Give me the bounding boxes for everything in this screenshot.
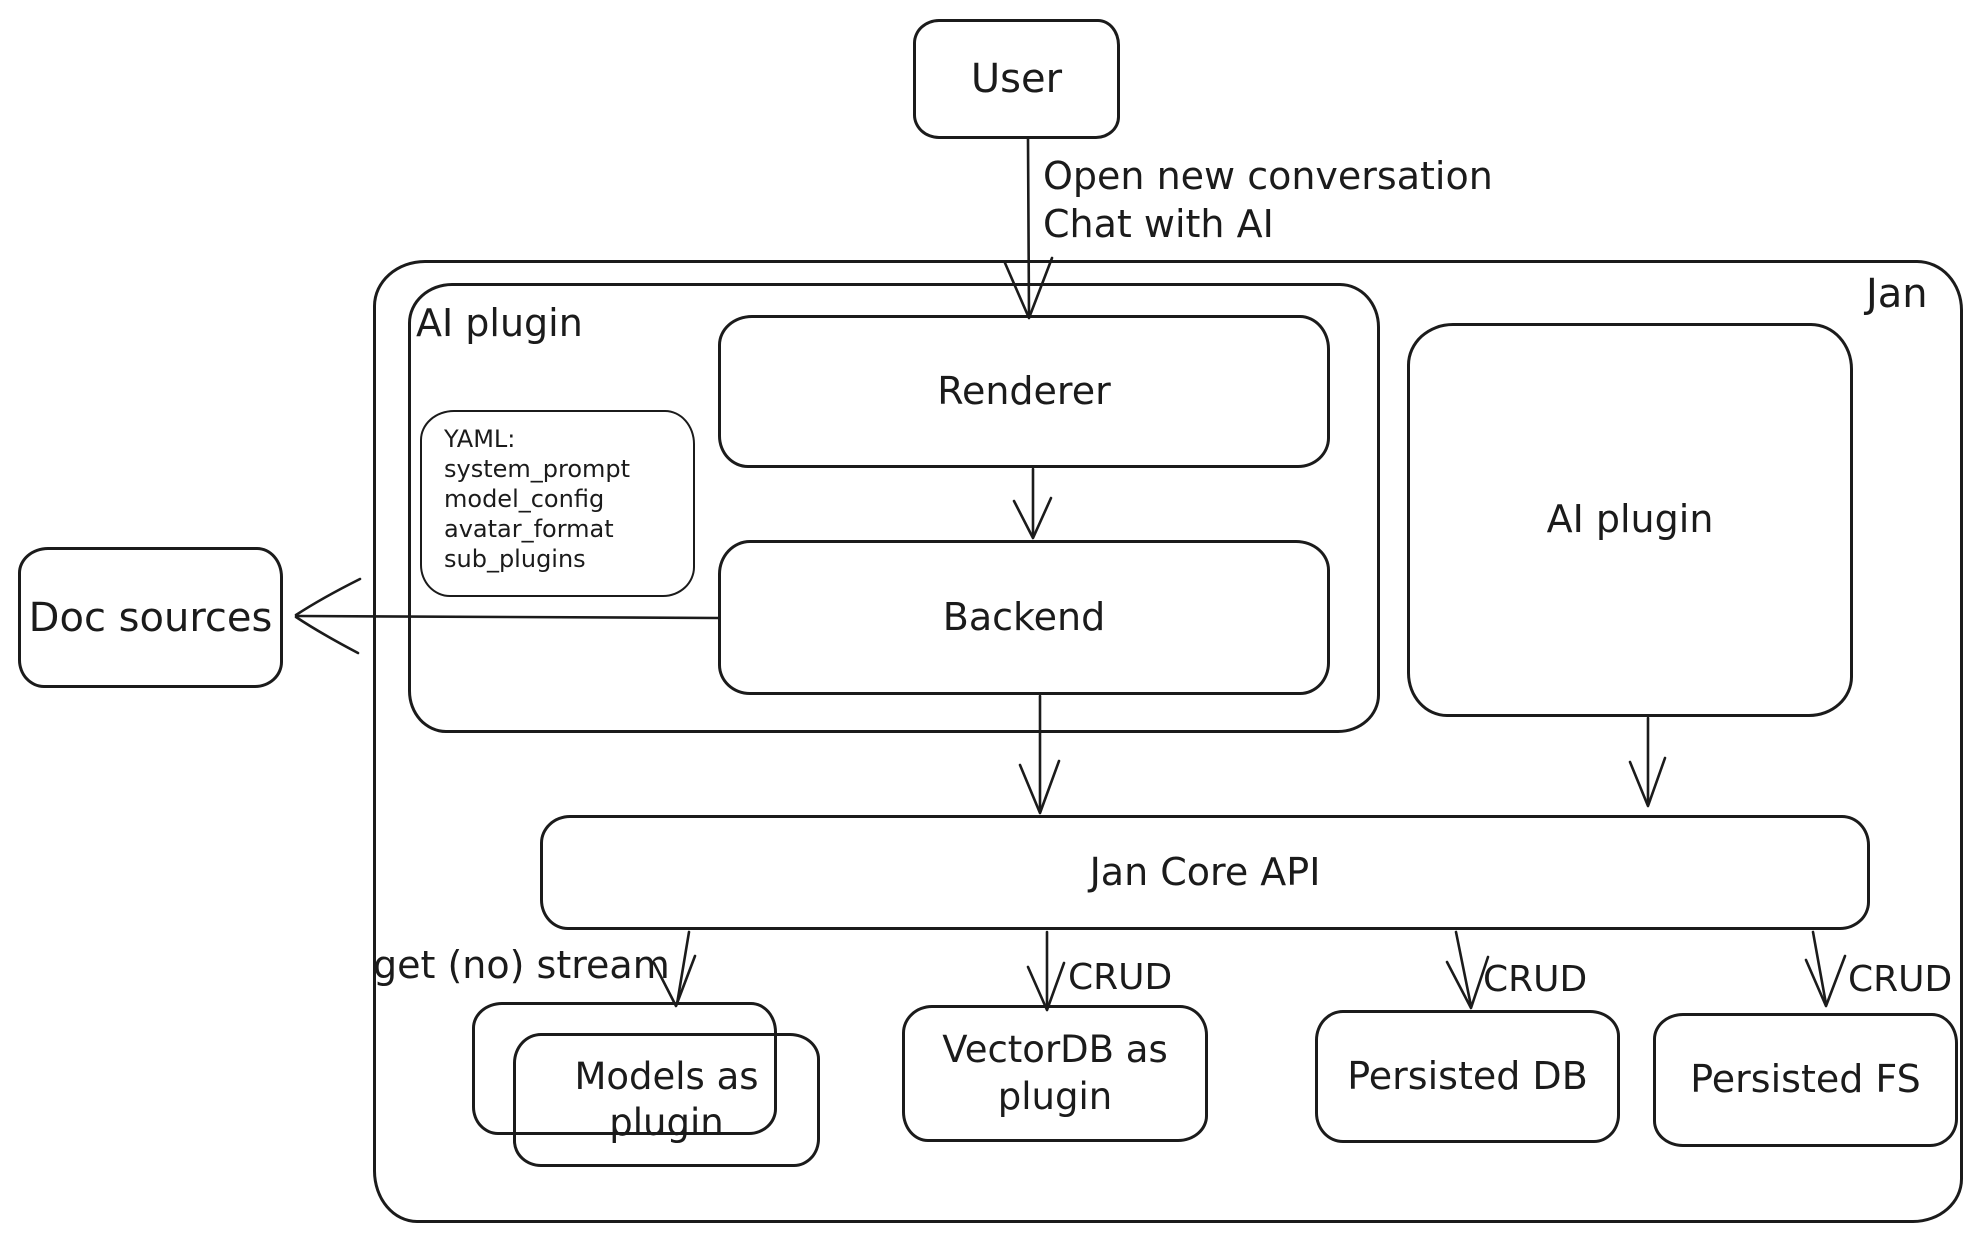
doc-sources-label: Doc sources xyxy=(28,594,273,641)
yaml-note-line4: avatar_format xyxy=(444,515,614,543)
jan-container-label: Jan xyxy=(1866,271,1928,317)
get-no-stream-label: get (no) stream xyxy=(373,943,670,987)
crud-label-persisted-db: CRUD xyxy=(1483,959,1588,1000)
backend-label: Backend xyxy=(942,594,1106,639)
yaml-note-line2: system_prompt xyxy=(444,455,631,483)
user-flow-edge-label: Open new conversation Chat with AI xyxy=(1043,152,1493,248)
arrowhead-backend-to-docsources-bottom xyxy=(294,615,360,655)
models-as-plugin-label: Models as plugin xyxy=(574,1054,759,1144)
user-box: User xyxy=(913,19,1120,139)
models-as-plugin-back-box xyxy=(472,1002,777,1135)
user-flow-edge-label-line2: Chat with AI xyxy=(1043,202,1274,246)
ai-plugin-container xyxy=(408,283,1380,733)
vectordb-box: VectorDB as plugin xyxy=(902,1005,1208,1142)
jan-container xyxy=(373,260,1963,1223)
yaml-note-line5: sub_plugins xyxy=(444,545,586,573)
persisted-db-box: Persisted DB xyxy=(1315,1010,1620,1143)
yaml-note-line1: YAML: xyxy=(444,425,516,453)
crud-label-vectordb: CRUD xyxy=(1068,957,1173,998)
models-as-plugin-box: Models as plugin xyxy=(513,1033,820,1167)
renderer-label: Renderer xyxy=(937,368,1111,413)
jan-core-api-label: Jan Core API xyxy=(1089,849,1321,894)
backend-box: Backend xyxy=(718,540,1330,695)
persisted-db-label: Persisted DB xyxy=(1347,1053,1588,1098)
persisted-fs-label: Persisted FS xyxy=(1690,1057,1921,1102)
jan-core-api-box: Jan Core API xyxy=(540,815,1870,930)
user-label: User xyxy=(970,56,1063,102)
doc-sources-box: Doc sources xyxy=(18,547,283,688)
yaml-note: YAML: system_prompt model_config avatar_… xyxy=(420,410,695,597)
crud-label-persisted-fs: CRUD xyxy=(1848,959,1953,1000)
persisted-fs-box: Persisted FS xyxy=(1653,1013,1958,1147)
vectordb-label: VectorDB as plugin xyxy=(942,1028,1168,1118)
user-flow-edge-label-line1: Open new conversation xyxy=(1043,154,1493,198)
arrowhead-backend-to-docsources-top xyxy=(294,577,362,617)
renderer-box: Renderer xyxy=(718,315,1330,468)
ai-plugin-box: AI plugin xyxy=(1407,323,1853,717)
ai-plugin-label: AI plugin xyxy=(1546,497,1714,542)
ai-plugin-container-label: AI plugin xyxy=(416,301,583,345)
yaml-note-line3: model_config xyxy=(444,485,605,513)
